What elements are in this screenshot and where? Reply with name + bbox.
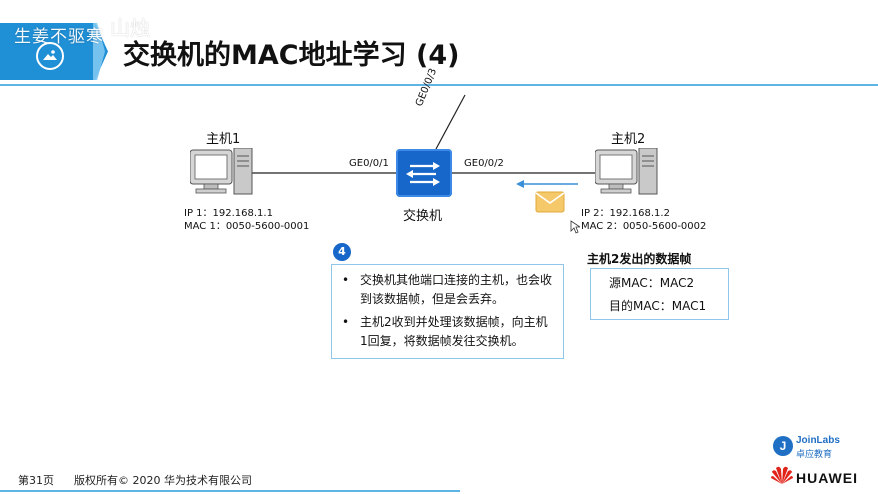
- frame-src-mac: 源MAC：MAC2: [609, 276, 695, 290]
- page-number: 第31页: [18, 474, 54, 487]
- host2-mac: MAC 2：0050-5600-0002: [581, 221, 707, 232]
- page-title: 交换机的MAC地址学习 (4): [123, 40, 460, 71]
- bullet: •: [342, 315, 350, 329]
- joinlabs-logo-icon: J: [773, 436, 793, 456]
- frame-title: 主机2发出的数据帧: [587, 252, 692, 266]
- link-switch-ge003: [435, 94, 466, 150]
- port-ge002-label: GE0/0/2: [464, 158, 504, 169]
- huawei-logo-text: HUAWEI: [796, 470, 858, 486]
- port-ge001-label: GE0/0/1: [349, 158, 389, 169]
- frame-direction-arrowhead: [516, 180, 524, 188]
- note-text: 交换机其他端口连接的主机，也会收到该数据帧，但是会丢弃。: [360, 273, 553, 306]
- watermark-text: 生姜不驱寒: [14, 27, 104, 47]
- header-divider: [0, 84, 878, 86]
- step-badge: 4: [333, 243, 351, 261]
- switch-arrows-icon: [406, 162, 440, 186]
- joinlabs-logo-cn: 卓应教育: [796, 450, 833, 460]
- host1-computer-icon: [190, 148, 253, 195]
- note-text: 主机2收到并处理该数据帧，向主机1回复，将数据帧发往交换机。: [360, 315, 548, 348]
- switch-label: 交换机: [403, 209, 443, 224]
- copyright: 版权所有© 2020 华为技术有限公司: [74, 474, 252, 487]
- image-icon: [36, 42, 64, 70]
- huawei-logo-icon: [771, 466, 793, 484]
- switch-icon: [396, 149, 452, 197]
- envelope-icon: [535, 191, 565, 213]
- host2-ip: IP 2：192.168.1.2: [581, 208, 670, 219]
- host2-label: 主机2: [611, 132, 646, 147]
- watermark-signature: 山烛: [110, 16, 150, 40]
- cursor-icon: [570, 220, 580, 234]
- host1-label: 主机1: [206, 132, 241, 147]
- step-notes: • 交换机其他端口连接的主机，也会收到该数据帧，但是会丢弃。 • 主机2收到并处…: [331, 264, 564, 359]
- frame-box: 源MAC：MAC2 目的MAC：MAC1: [590, 268, 729, 320]
- host1-mac: MAC 1：0050-5600-0001: [184, 221, 310, 232]
- bullet: •: [342, 273, 350, 287]
- joinlabs-logo-text: JoinLabs: [796, 435, 840, 446]
- host2-computer-icon: [595, 148, 658, 195]
- footer-divider: [0, 490, 460, 492]
- note-item: • 主机2收到并处理该数据帧，向主机1回复，将数据帧发往交换机。: [340, 313, 555, 351]
- frame-dst-mac: 目的MAC：MAC1: [609, 299, 707, 313]
- note-item: • 交换机其他端口连接的主机，也会收到该数据帧，但是会丢弃。: [340, 271, 555, 309]
- host1-ip: IP 1：192.168.1.1: [184, 208, 273, 219]
